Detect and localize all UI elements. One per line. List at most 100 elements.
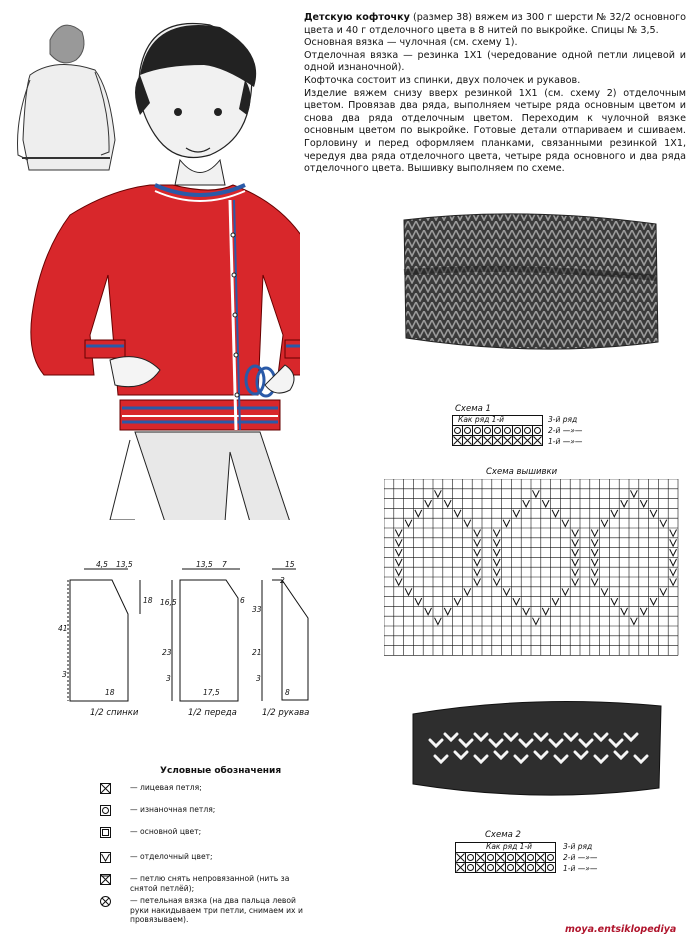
embroidery-mark	[590, 539, 599, 548]
embroidery-mark	[669, 548, 677, 558]
embroidery-mark	[669, 558, 677, 567]
embroidery-mark	[669, 568, 677, 577]
embroidery-mark	[394, 529, 403, 538]
purl-stitch-icon	[100, 805, 111, 816]
embroidery-mark	[434, 617, 442, 626]
scheme2-grid	[455, 842, 556, 873]
embroidery-mark	[571, 568, 579, 577]
front-dim-neck: 6	[240, 596, 245, 605]
embroidery-mark	[492, 548, 501, 558]
front-dim-rib: 3	[166, 674, 171, 683]
embroidery-mark	[541, 499, 550, 509]
sleeve-dim-rib: 3	[256, 674, 261, 683]
embroidery-mark	[532, 490, 540, 499]
embroidery-mark	[492, 558, 501, 567]
intro-p3: Отделочная вязка — резинка 1Х1 (чередова…	[304, 49, 686, 74]
embroidery-mark	[669, 578, 677, 587]
embroidery-mark	[649, 509, 658, 518]
embroidery-mark	[600, 588, 609, 597]
trousers-sketch	[109, 431, 290, 520]
embroidery-mark	[669, 539, 677, 548]
embroidery-mark	[600, 519, 609, 528]
back-dim-rib: 3	[62, 670, 67, 679]
slip-stitch-icon	[100, 874, 111, 885]
sleeve-dim-top: 15	[285, 560, 295, 569]
embroidery-mark	[463, 588, 472, 597]
embroidery-mark	[473, 578, 481, 587]
embroidery-mark	[424, 607, 432, 616]
embroidery-mark	[571, 548, 579, 558]
embroidery-mark	[492, 529, 501, 538]
embroidery-mark	[659, 519, 668, 528]
scheme2-row-2: 2-й —»—	[563, 853, 598, 862]
embroidery-mark	[394, 578, 403, 587]
embroidery-mark	[659, 588, 668, 597]
front-dim-top-b: 7	[222, 560, 227, 569]
embroidery-mark	[463, 519, 472, 528]
embroidery-mark	[639, 499, 648, 509]
front-dim-height: 23	[162, 648, 172, 657]
knit-stitch-icon	[100, 783, 111, 794]
embroidery-mark	[473, 548, 481, 558]
stitch-cell	[545, 862, 556, 873]
back-view-sketch	[17, 24, 116, 171]
scheme2-header: Как ряд 1-й	[486, 842, 533, 851]
scheme1-row-1: 1-й —»—	[548, 437, 583, 446]
embroidery-mark	[492, 568, 501, 577]
front-dim-width: 17,5	[203, 688, 220, 697]
embroidery-mark	[443, 607, 452, 616]
red-sweater	[30, 183, 300, 431]
embroidery-mark	[404, 588, 413, 597]
intro-p5: Изделие вяжем снизу вверх резинкой 1Х1 (…	[304, 87, 686, 175]
scheme1-header: Как ряд 1-й	[458, 415, 505, 424]
scheme1-row-2: 2-й —»—	[548, 426, 583, 435]
embroidery-title: Схема вышивки	[486, 467, 558, 477]
intro-p2: Основная вязка — чулочная (см. схему 1).	[304, 37, 518, 49]
embroidery-mark	[522, 607, 530, 616]
stitch-cell	[532, 435, 543, 446]
embroidery-mark	[630, 617, 638, 626]
scheme2-row-3: 3-й ряд	[563, 842, 593, 851]
loop-stitch-icon	[100, 896, 111, 907]
embroidery-mark	[502, 519, 511, 528]
accent-color-icon	[100, 852, 111, 863]
embroidery-mark	[473, 539, 481, 548]
embroidery-mark	[502, 588, 511, 597]
embroidery-mark	[473, 568, 481, 577]
back-dim-top-b: 13,5	[116, 560, 133, 569]
embroidery-mark	[561, 588, 570, 597]
embroidery-chart	[384, 479, 679, 656]
embroidery-mark	[551, 509, 560, 518]
scheme1-title: Схема 1	[455, 404, 491, 414]
embroidery-mark	[590, 558, 599, 567]
embroidery-mark	[473, 529, 481, 538]
back-pattern-outline	[69, 579, 129, 702]
embroidery-mark	[649, 597, 658, 607]
embroidery-mark	[532, 617, 540, 626]
front-dim-top-a: 13,5	[196, 560, 213, 569]
embroidery-mark	[630, 490, 638, 499]
embroidered-swatch-photo	[412, 701, 662, 796]
embroidery-mark	[453, 509, 462, 518]
sleeve-dim-height: 21	[252, 648, 262, 657]
embroidery-mark	[394, 548, 403, 558]
embroidery-mark	[571, 539, 579, 548]
front-caption: 1/2 переда	[188, 708, 237, 718]
pattern-pieces	[67, 568, 309, 702]
intro-p1: (размер 38) вяжем из 300 г шерсти № 32/2…	[304, 12, 686, 36]
embroidery-mark	[512, 597, 521, 607]
child-sweater-illustration	[17, 22, 300, 520]
embroidery-mark	[443, 499, 452, 509]
embroidery-mark	[620, 499, 628, 509]
embroidery-mark	[571, 529, 579, 538]
embroidery-mark	[492, 578, 501, 587]
scheme1-grid	[452, 415, 543, 446]
back-dim-height: 41	[58, 624, 68, 633]
embroidery-mark	[492, 539, 501, 548]
embroidery-mark	[561, 519, 570, 528]
embroidery-mark	[424, 499, 432, 509]
embroidery-mark	[610, 509, 619, 518]
front-dim-side: 16,5	[160, 598, 177, 607]
embroidery-mark	[590, 548, 599, 558]
sleeve-dim-a: 33	[252, 605, 262, 614]
